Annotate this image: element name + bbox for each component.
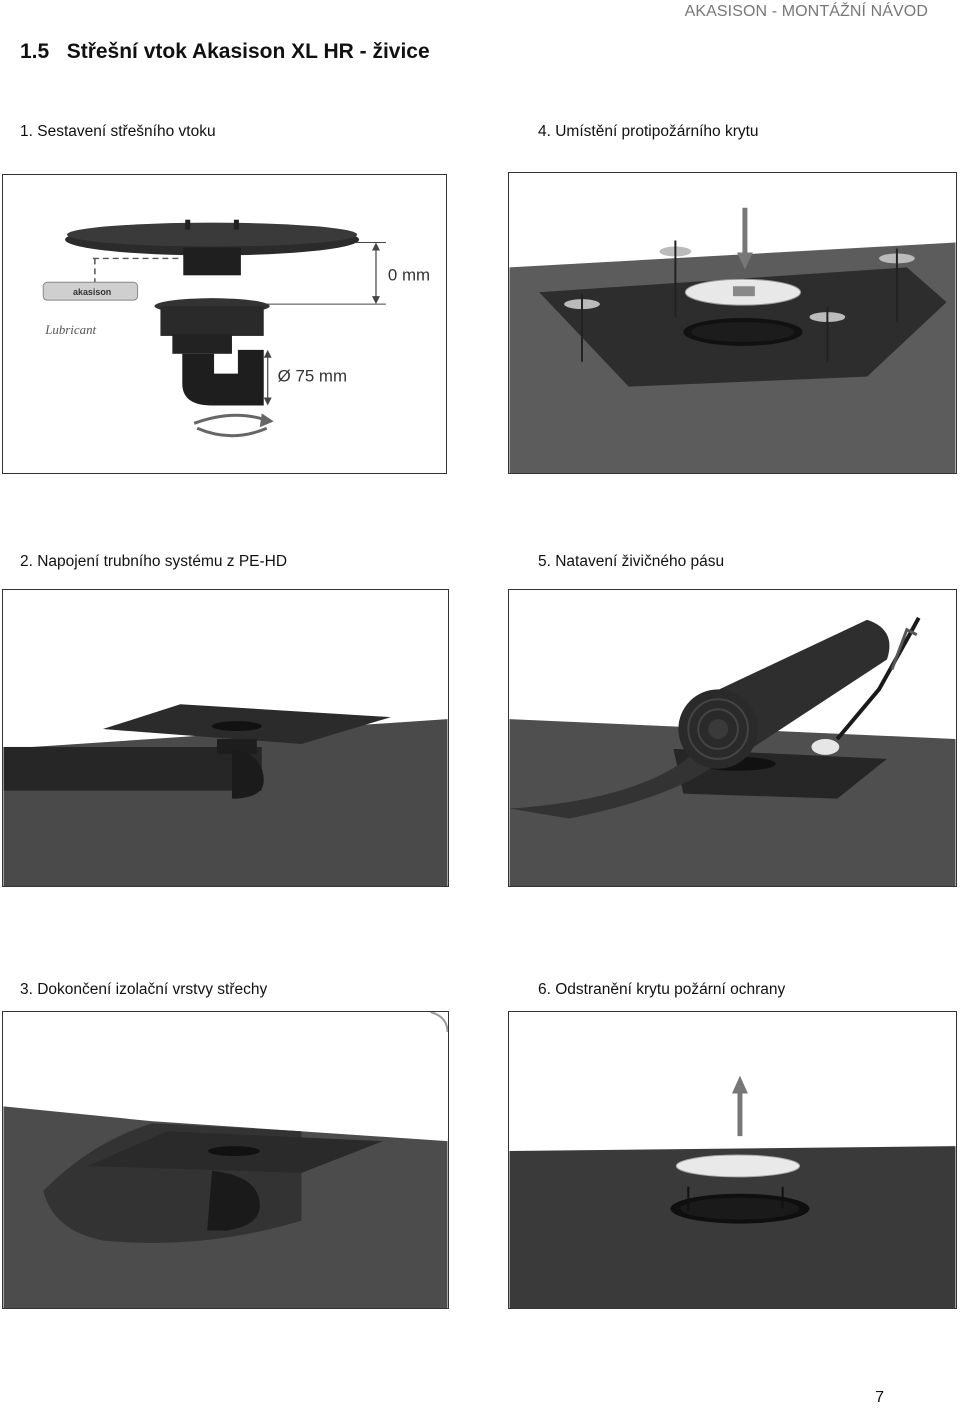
step-4-illustration — [508, 172, 957, 474]
step-6-illustration — [508, 1011, 957, 1309]
step-6-caption: 6. Odstranění krytu požární ochrany — [538, 981, 786, 998]
step-1-caption: 1. Sestavení střešního vtoku — [20, 123, 216, 140]
step-3-illustration — [2, 1011, 449, 1309]
tube-brand-label: akasison — [73, 287, 111, 297]
step-2-caption: 2. Napojení trubního systému z PE-HD — [20, 553, 288, 570]
step-4-caption: 4. Umístění protipožárního krytu — [538, 123, 759, 140]
lubricant-label: Lubricant — [44, 322, 96, 337]
document-header: AKASISON - MONTÁŽNÍ NÁVOD — [684, 3, 928, 20]
step-5-illustration — [508, 589, 957, 887]
step-3-caption: 3. Dokončení izolační vrstvy střechy — [20, 981, 268, 998]
step-5-caption: 5. Natavení živičného pásu — [538, 553, 725, 570]
dimension-gap-label: 0 mm — [388, 265, 430, 284]
section-title: 1.5 Střešní vtok Akasison XL HR - živice — [20, 40, 430, 63]
step-1-illustration: 0 mm akasison Lubricant Ø 75 mm — [2, 174, 447, 474]
page-number: 7 — [875, 1389, 884, 1406]
step-2-illustration — [2, 589, 449, 887]
diameter-label: Ø 75 mm — [278, 367, 347, 386]
